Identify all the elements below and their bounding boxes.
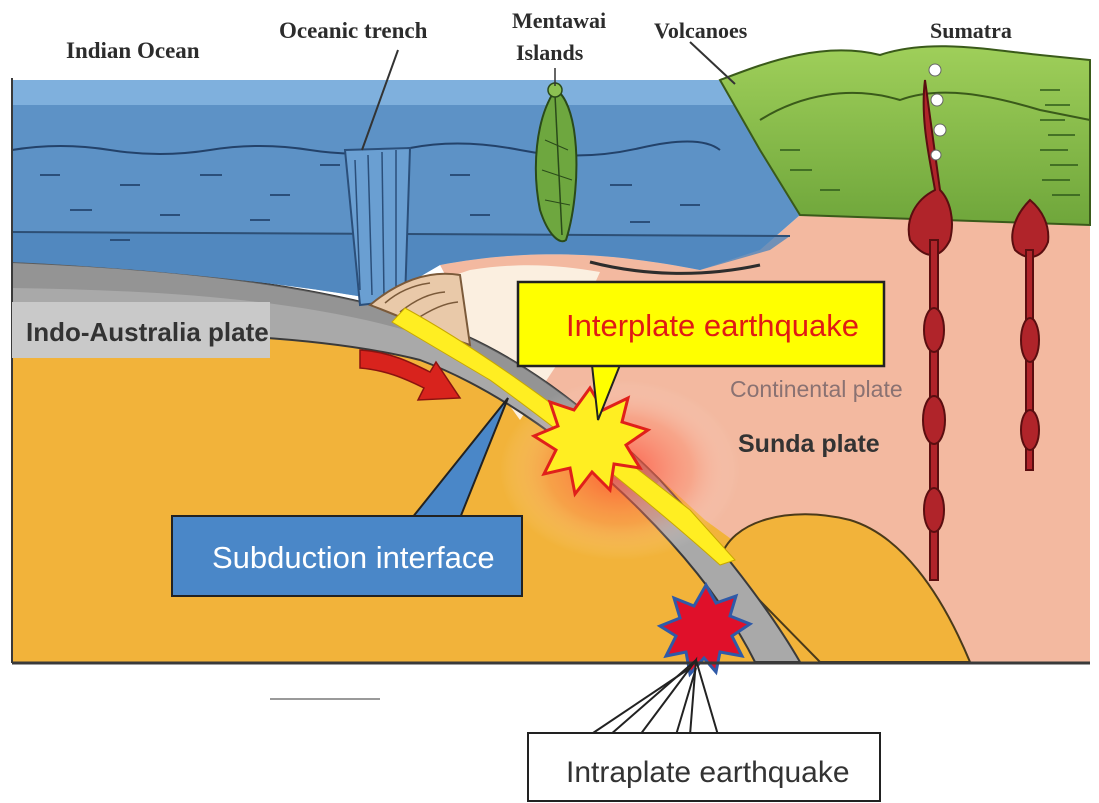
intraplate-callout-pointer: [610, 660, 718, 735]
interplate-earthquake-label: Interplate earthquake: [566, 308, 859, 343]
ocean-surface-band: [12, 80, 735, 105]
subduction-interface-label: Subduction interface: [212, 540, 495, 575]
indian-ocean-label: Indian Ocean: [66, 38, 200, 63]
volcanoes-pointer: [690, 42, 735, 84]
continental-plate-label: Continental plate: [730, 376, 903, 402]
oceanic-trench-label: Oceanic trench: [279, 18, 428, 43]
volcanoes-label: Volcanoes: [654, 18, 748, 43]
intraplate-earthquake-label: Intraplate earthquake: [566, 756, 850, 789]
mentawai-label-line1: Mentawai: [512, 8, 606, 33]
mentawai-label-line2: Islands: [516, 40, 584, 65]
sumatra-label: Sumatra: [930, 18, 1012, 43]
indo-australia-label: Indo-Australia plate: [26, 317, 269, 347]
sunda-plate-label: Sunda plate: [738, 430, 880, 458]
